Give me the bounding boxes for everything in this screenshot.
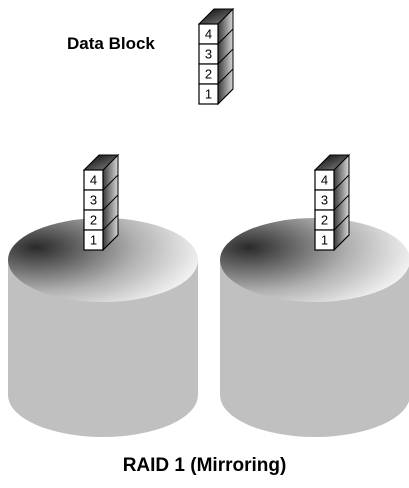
disk-right-block-1-label: 1 bbox=[321, 233, 328, 248]
data-block-block-1 bbox=[198, 83, 219, 105]
disk-left-block-3-label: 3 bbox=[90, 193, 97, 208]
data-block-block-1-label: 1 bbox=[205, 87, 212, 102]
data-block-block-1-edge bbox=[217, 88, 234, 105]
disk-right-block-1 bbox=[314, 229, 335, 251]
data-block-block-4-label: 4 bbox=[205, 27, 212, 42]
disk-left-block-2-label: 2 bbox=[90, 213, 97, 228]
disk-left-block-stack: 4 3 2 1 bbox=[82, 153, 120, 252]
disk-left-block-4-label: 4 bbox=[90, 173, 97, 188]
disk-left-block-1-edge bbox=[102, 234, 119, 251]
data-block-block-3-edge bbox=[217, 48, 234, 65]
diagram-caption: RAID 1 (Mirroring) bbox=[122, 455, 287, 476]
disk-right-block-2-edge bbox=[333, 214, 350, 231]
data-block-block-4-edge bbox=[217, 28, 234, 45]
disk-right-block-2-label: 2 bbox=[321, 213, 328, 228]
disk-left-top bbox=[8, 218, 198, 302]
data-block-block-3-label: 3 bbox=[205, 47, 212, 62]
data-block-block-2-edge bbox=[217, 68, 234, 85]
disk-right-body bbox=[220, 260, 409, 437]
disk-left-block-3-edge bbox=[102, 194, 119, 211]
disk-left-block-1-label: 1 bbox=[90, 233, 97, 248]
disk-right bbox=[220, 218, 409, 437]
disk-left-block-4-edge bbox=[102, 174, 119, 191]
disk-left bbox=[8, 218, 198, 437]
data-block-block-2-label: 2 bbox=[205, 67, 212, 82]
disk-left-block-1 bbox=[83, 229, 104, 251]
disk-right-block-3-label: 3 bbox=[321, 193, 328, 208]
disk-right-block-4-label: 4 bbox=[321, 173, 328, 188]
disk-right-block-stack: 4 3 2 1 bbox=[313, 153, 351, 252]
disk-right-block-4-edge bbox=[333, 174, 350, 191]
disk-right-block-1-edge bbox=[333, 234, 350, 251]
disk-right-top bbox=[220, 218, 409, 302]
disk-right-block-3-edge bbox=[333, 194, 350, 211]
data-block-label: Data Block bbox=[67, 34, 155, 53]
disk-left-block-2-edge bbox=[102, 214, 119, 231]
data-block-stack: 4 3 2 1 bbox=[197, 7, 235, 106]
disk-left-body bbox=[8, 260, 198, 437]
